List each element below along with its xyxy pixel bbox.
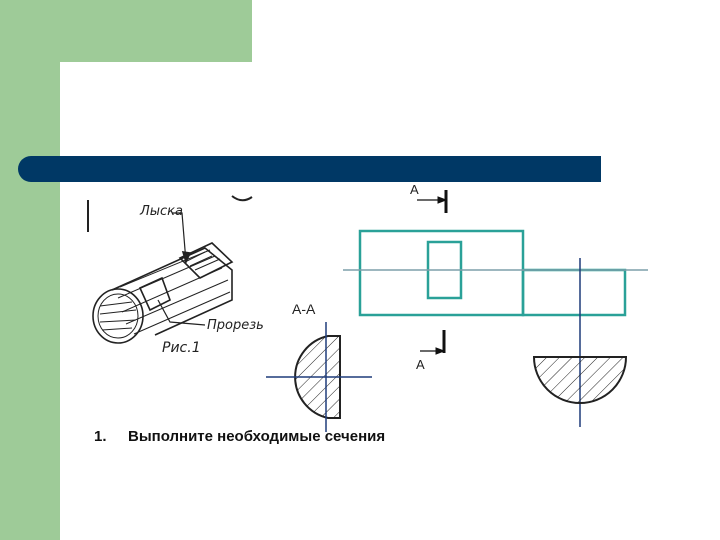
task-number: 1. [94,428,107,445]
figure-label: Рис.1 [162,340,201,356]
task-item: 1. Выполните необходимые сечения [94,428,385,445]
section-half-round [532,356,628,404]
content-panel [60,62,720,540]
front-view-main-rect [358,229,525,317]
isometric-part [92,212,234,344]
task-list: 1. Выполните необходимые сечения [94,428,385,445]
green-side-band [0,0,60,540]
cut-label-top: А [410,182,419,197]
cut-label-bottom: А [416,357,425,372]
cut-marks [417,190,448,355]
green-top-band [60,0,252,62]
arc-mark [231,195,253,202]
title-bar [18,156,601,182]
flat-label: Лыска [139,204,183,219]
section-aa-label: А-А [292,301,316,317]
front-view [358,229,627,317]
slot-label: Прорезь [207,318,264,333]
front-view-step [521,268,627,317]
task-text: Выполните необходимые сечения [128,428,386,445]
